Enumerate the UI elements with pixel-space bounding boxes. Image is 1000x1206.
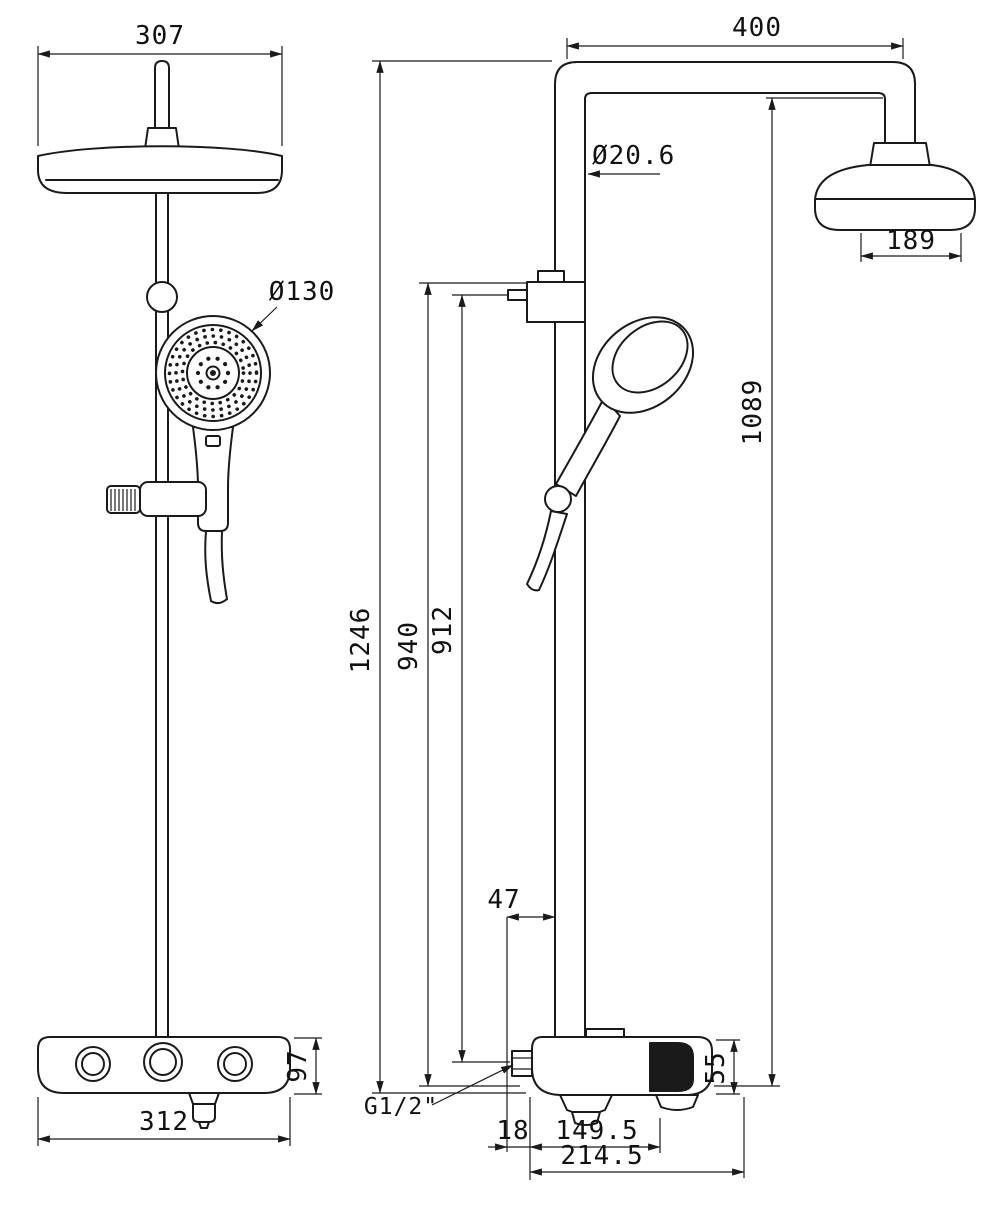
dim-head-width-label: 307: [135, 21, 185, 51]
holder-bracket: [106, 481, 207, 517]
inlet-thread-label: G1/2": [364, 1094, 438, 1120]
right-knob: [217, 1046, 253, 1082]
front-slider-ring: [146, 281, 178, 313]
front-top-pipe: [144, 60, 180, 150]
dim-hose-height-label: 912: [428, 605, 458, 655]
center-knob: [143, 1042, 183, 1082]
front-dimensions: 307 Ø130 312 97: [37, 21, 336, 1146]
side-spout: [559, 1094, 613, 1126]
dim-pipe-diameter-label: Ø20.6: [592, 141, 675, 171]
dim-body-width-label: 312: [139, 1107, 189, 1137]
side-dimensions: 400 Ø20.6 189 1246 940 912: [346, 13, 962, 1180]
front-riser-pipe: [155, 192, 169, 1038]
front-hand-shower: [106, 315, 271, 605]
side-head-connector: [869, 142, 931, 168]
front-shower-head: [37, 145, 283, 194]
dim-head-depth-label: 189: [886, 226, 936, 256]
side-slider-clamp: [507, 270, 586, 323]
hose-hook: [507, 289, 528, 301]
side-handle-tail: [526, 510, 568, 592]
front-view: 307 Ø130 312 97: [37, 21, 336, 1146]
side-pipe: [554, 61, 916, 1038]
side-grip: [555, 397, 621, 497]
front-spout: [188, 1092, 220, 1129]
side-view: 400 Ø20.6 189 1246 940 912: [346, 13, 976, 1180]
side-hand-shower: [526, 316, 695, 592]
side-pivot: [544, 485, 572, 513]
dim-hand-shower-diameter-label: Ø130: [269, 277, 336, 307]
side-foot: [655, 1094, 699, 1111]
dim-riser-height-label: 940: [394, 621, 424, 671]
dim-body-depth-label: 214.5: [560, 1141, 643, 1171]
dim-body-height-label: 55: [701, 1051, 731, 1084]
dim-total-height-label: 1246: [346, 607, 376, 674]
hand-shower-face: [155, 315, 271, 431]
spray-selector: [205, 435, 221, 447]
dim-head-height-label: 1089: [738, 379, 768, 446]
side-valve-body: [511, 1028, 713, 1126]
dim-arm-length-label: 400: [732, 13, 782, 43]
side-head-body: [591, 316, 695, 414]
dim-spout-offset-label: 18: [496, 1116, 529, 1146]
side-shower-head: [814, 142, 976, 231]
dim-pipe-offset-label: 47: [487, 885, 520, 915]
left-knob: [75, 1046, 111, 1082]
shower-hose: [204, 530, 228, 605]
diverter-knob: [649, 1042, 694, 1092]
dim-spout-reach-label: 149.5: [555, 1116, 638, 1146]
front-valve-body: [37, 1036, 291, 1129]
dim-body-height-label: 97: [283, 1049, 313, 1082]
inlet-fitting: [511, 1050, 533, 1077]
